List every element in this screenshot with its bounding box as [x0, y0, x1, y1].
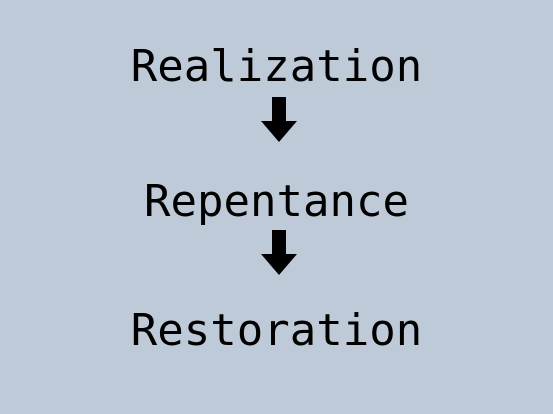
down-arrow-icon: [261, 97, 297, 142]
step-realization: Realization: [130, 41, 423, 92]
step-restoration: Restoration: [130, 305, 423, 356]
step-repentance: Repentance: [144, 176, 409, 227]
down-arrow-icon: [261, 230, 297, 275]
